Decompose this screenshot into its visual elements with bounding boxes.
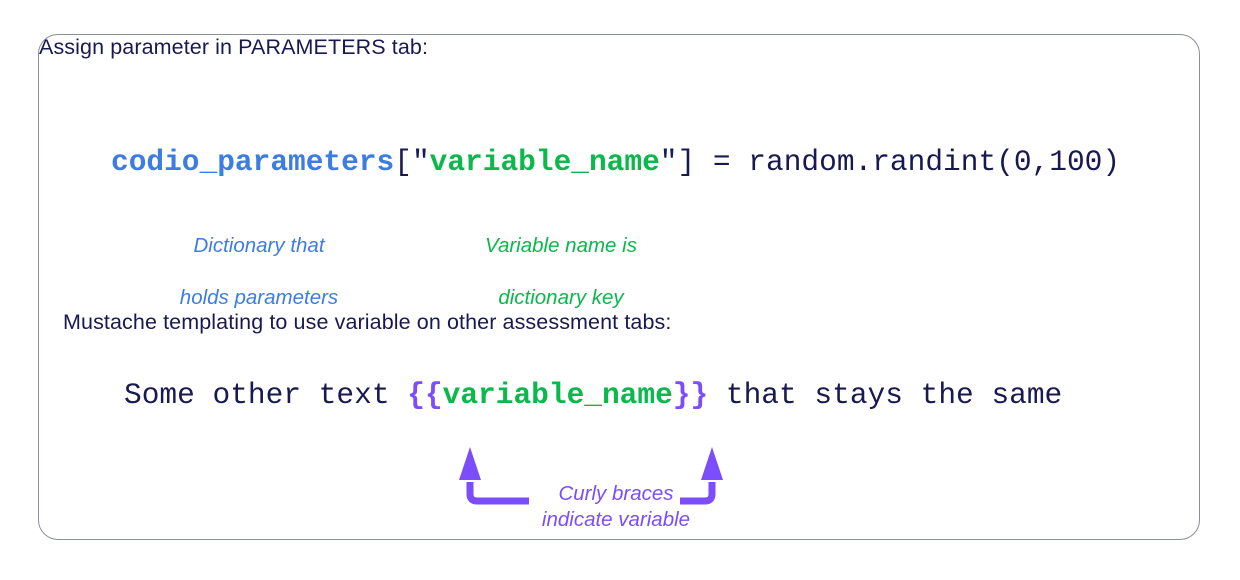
mustache-template-code-line: Some other text {{variable_name}} that s…	[124, 378, 1062, 412]
code-token-that-stays-the-same: that stays the same	[708, 378, 1063, 412]
callout-curly-braces-line-1: Curly braces	[552, 481, 680, 507]
right-arrowhead-icon	[701, 447, 723, 480]
code-token-mustache-variable-name: variable_name	[442, 378, 673, 412]
callout-curly-braces-indicate-variable: Curly braces indicate variable	[466, 455, 766, 559]
callout-variable-name-line-1: Variable name is	[485, 234, 637, 257]
code-token-assignment-randint: "] = random.randint(0,100)	[659, 145, 1121, 179]
left-arrowhead-icon	[459, 447, 481, 480]
code-token-variable-name-key: variable_name	[429, 145, 660, 179]
explainer-card: Assign parameter in PARAMETERS tab: codi…	[38, 34, 1200, 540]
code-token-open-bracket-quote: ["	[394, 145, 430, 179]
callout-variable-name-is-dictionary-key: Variable name is dictionary key	[461, 207, 661, 337]
code-token-codio-parameters: codio_parameters	[111, 145, 395, 179]
assign-parameter-code-line: codio_parameters["variable_name"] = rand…	[111, 145, 1120, 179]
callout-dictionary-line-2: holds parameters	[179, 286, 339, 309]
assign-parameter-heading: Assign parameter in PARAMETERS tab:	[39, 35, 429, 59]
callout-curly-braces-line-2: indicate variable	[541, 508, 691, 531]
code-token-close-curly-braces: }}	[672, 378, 709, 412]
connector-right-elbow	[704, 482, 716, 505]
callout-dictionary-that-holds-parameters: Dictionary that holds parameters	[159, 207, 359, 337]
mustache-templating-heading: Mustache templating to use variable on o…	[63, 310, 672, 334]
callout-variable-name-line-2: dictionary key	[498, 286, 624, 309]
code-token-some-other-text: Some other text	[124, 378, 408, 412]
code-token-open-curly-braces: {{	[407, 378, 443, 412]
connector-left-elbow	[466, 482, 478, 505]
callout-dictionary-line-1: Dictionary that	[193, 234, 325, 257]
